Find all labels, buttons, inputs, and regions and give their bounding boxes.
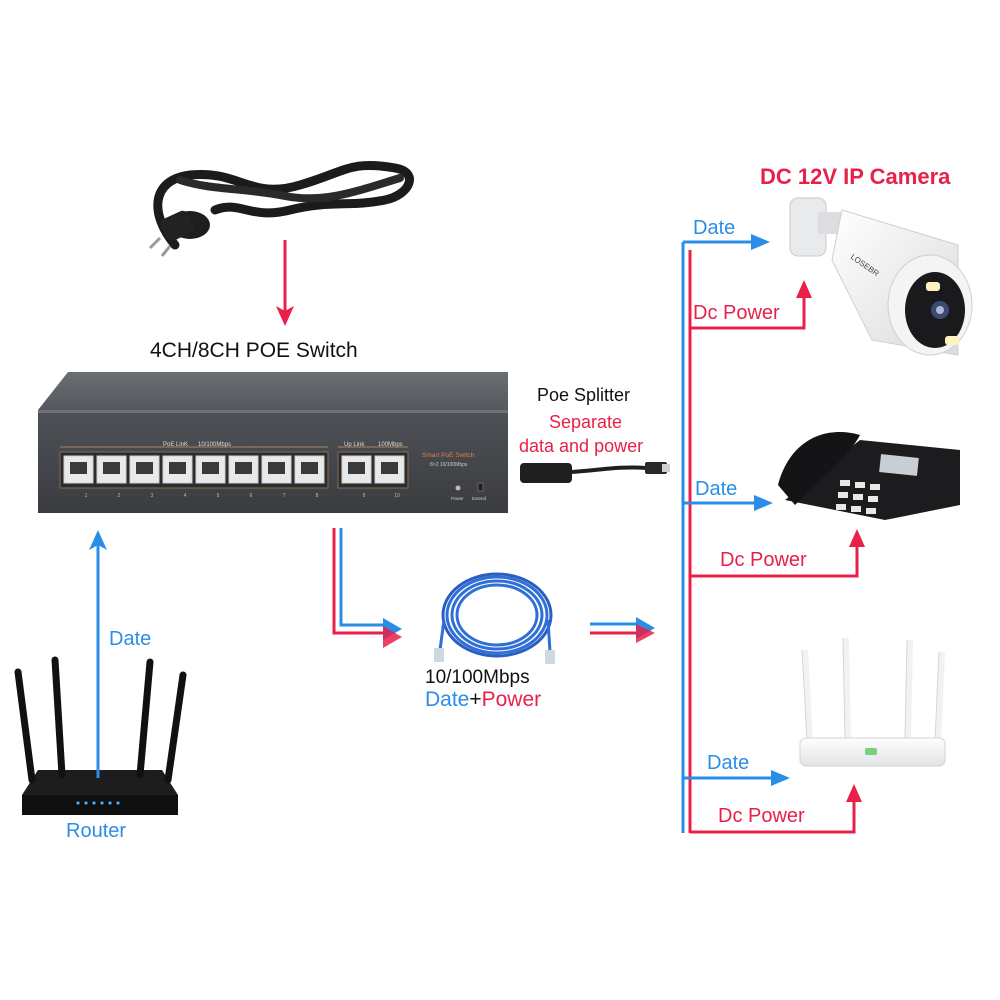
router-icon [14, 656, 187, 815]
extend-label: Extend [472, 496, 487, 501]
wifi-power-label: Dc Power [718, 805, 805, 827]
switch-brand-label: Smart PoE Switch [422, 452, 475, 459]
cable-plug-left [434, 648, 444, 662]
svg-text:8: 8 [316, 493, 319, 499]
distribution-bus [681, 242, 692, 833]
desk-phone-icon [778, 432, 960, 520]
power-cord-icon [148, 161, 414, 257]
ethernet-cable-icon [438, 572, 553, 658]
router-label: Router [66, 820, 127, 842]
phone-power-label: Dc Power [720, 549, 807, 571]
rj45-port-1[interactable] [63, 455, 94, 484]
switch-spec-label: 8×2 10/100Mbps [430, 462, 468, 468]
cable-date-text: Date [425, 688, 470, 711]
splitter-desc-line2: data and power [519, 436, 644, 456]
wifi-connection [683, 770, 862, 834]
cable-type-label: Date+Power [425, 689, 541, 710]
uplink-speed-label: 100Mbps [378, 442, 403, 448]
poe-switch: PoE LinK 10/100Mbps Up Link 100Mbps Smar… [38, 372, 508, 513]
svg-text:7: 7 [283, 493, 286, 499]
svg-text:3: 3 [151, 493, 154, 499]
power-arrow [276, 240, 294, 326]
cable-power-text: Power [481, 688, 542, 711]
phone-date-label: Date [695, 478, 738, 500]
port-number-labels: 1 2 3 4 5 6 7 8 9 10 [85, 493, 400, 499]
power-led-label: Power [451, 496, 464, 501]
extend-switch[interactable] [477, 482, 484, 492]
poe-speed-label: 10/100Mbps [198, 442, 231, 448]
cable-speed-label: 10/100Mbps [425, 667, 530, 688]
svg-text:4: 4 [184, 493, 187, 499]
rj45-port-8[interactable] [294, 455, 325, 484]
uplink-label: Up Link [344, 442, 365, 448]
rj45-port-9[interactable] [341, 455, 372, 484]
svg-text:5: 5 [217, 493, 220, 499]
ip-camera-icon: LOSEBR [789, 197, 973, 356]
switch-title: 4CH/8CH POE Switch [150, 339, 358, 362]
switch-output-arrows [332, 528, 402, 648]
splitter-title: Poe Splitter [537, 385, 631, 405]
svg-text:6: 6 [250, 493, 253, 499]
camera-connection [683, 234, 812, 330]
poe-splitter-icon [520, 462, 670, 483]
svg-text:9: 9 [363, 493, 366, 499]
wifi-router-icon [799, 637, 946, 767]
splitter-desc-line1: Separate [549, 412, 623, 432]
svg-text:10: 10 [394, 493, 400, 499]
camera-date-label: Date [693, 217, 736, 239]
phone-connection [683, 495, 865, 578]
poe-link-label: PoE LinK [163, 442, 188, 448]
poe-ports-group [59, 451, 409, 489]
camera-power-label: Dc Power [693, 302, 780, 324]
svg-text:1: 1 [85, 493, 88, 499]
router-data-arrow [89, 530, 107, 778]
cable-plus-text: + [469, 688, 482, 711]
wifi-date-label: Date [707, 752, 750, 774]
power-led [455, 485, 461, 491]
router-date-label: Date [109, 628, 152, 650]
cable-plug-right [545, 650, 555, 664]
camera-title: DC 12V IP Camera [760, 164, 951, 189]
cable-output-arrows [590, 617, 655, 643]
svg-text:2: 2 [118, 493, 121, 499]
